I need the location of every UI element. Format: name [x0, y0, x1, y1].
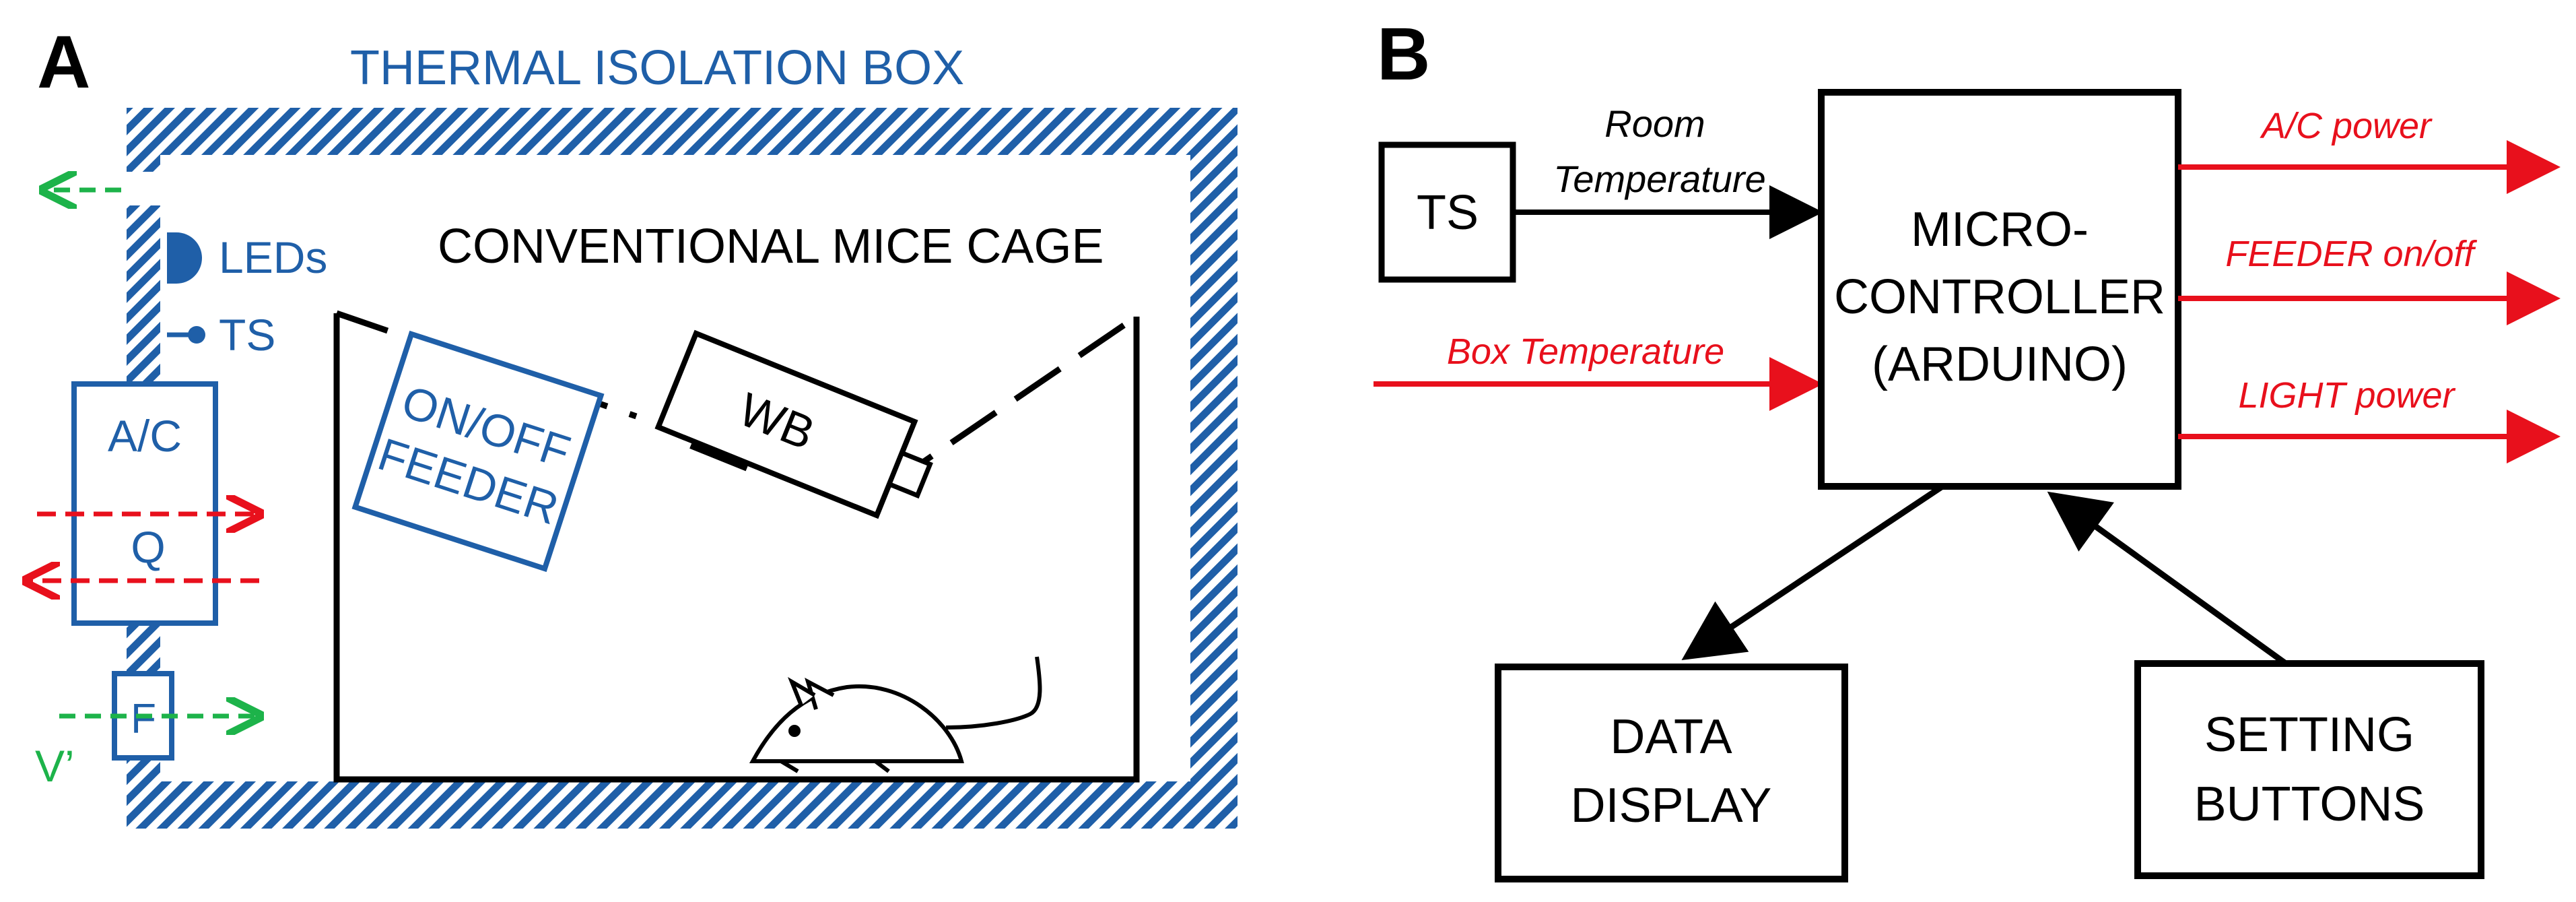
ts-sensor-label: TS — [219, 310, 275, 360]
cage-label: CONVENTIONAL MICE CAGE — [438, 220, 1104, 273]
water-bottle-mark — [689, 442, 749, 472]
box-left-wall-top — [127, 108, 160, 172]
light-power-label: LIGHT power — [2238, 375, 2455, 416]
feeder: ON/OFF FEEDER — [351, 330, 605, 573]
water-bottle: WB — [654, 329, 933, 519]
panel-b: B TS Room Temperature Box Temperature MI… — [1374, 13, 2561, 882]
panel-a-label: A — [37, 21, 90, 104]
ac-unit-label: A/C — [108, 411, 182, 461]
microcontroller-label-line1: MICRO- — [1911, 203, 2089, 257]
thermal-box-walls — [127, 108, 1238, 829]
setting-buttons-label-line2: BUTTONS — [2194, 777, 2425, 831]
q-heat-label: Q — [131, 522, 165, 572]
ac-unit-box — [71, 381, 218, 626]
ac-power-label: A/C power — [2260, 106, 2433, 146]
microcontroller-box — [1818, 89, 2181, 490]
room-temperature-label-line1: Room — [1604, 102, 1705, 145]
cage-lid-right — [885, 314, 1139, 489]
panel-a: A THERMAL ISOLATION BOX LEDs TS A/C Q F — [27, 21, 1238, 829]
box-top-wall — [127, 108, 1238, 155]
thermal-isolation-box-title: THERMAL ISOLATION BOX — [350, 41, 964, 95]
setting-buttons-label-line1: SETTING — [2204, 708, 2414, 762]
fan-label: F — [131, 696, 156, 742]
box-left-wall-mid — [127, 205, 160, 384]
feeder-box — [351, 330, 605, 573]
setting-buttons-box — [2134, 660, 2484, 879]
display-output-arrow — [1681, 484, 1944, 660]
panel-b-label: B — [1377, 13, 1430, 96]
box-right-wall — [1190, 108, 1238, 829]
ts-box-label: TS — [1417, 186, 1479, 240]
box-temperature-label: Box Temperature — [1447, 331, 1724, 372]
buttons-input-arrow — [2047, 491, 2288, 666]
ventilation-label: V’ — [35, 741, 75, 791]
ts-sensor-icon — [188, 326, 205, 344]
data-display-label-line1: DATA — [1610, 710, 1732, 764]
feeder-control-label: FEEDER on/off — [2225, 234, 2477, 274]
data-display-label-line2: DISPLAY — [1571, 779, 1772, 833]
data-display-box — [1495, 664, 1848, 882]
microcontroller-label-line3: (ARDUINO) — [1872, 337, 2128, 391]
microcontroller-label-line2: CONTROLLER — [1834, 270, 2165, 324]
room-temperature-label-line2: Temperature — [1553, 158, 1765, 200]
leds-icon — [167, 232, 202, 284]
leds-label: LEDs — [219, 232, 327, 282]
water-bottle-nozzle — [886, 449, 933, 499]
box-bottom-wall — [127, 781, 1238, 829]
mouse-icon — [749, 656, 1042, 773]
mice-cage — [333, 313, 1140, 783]
